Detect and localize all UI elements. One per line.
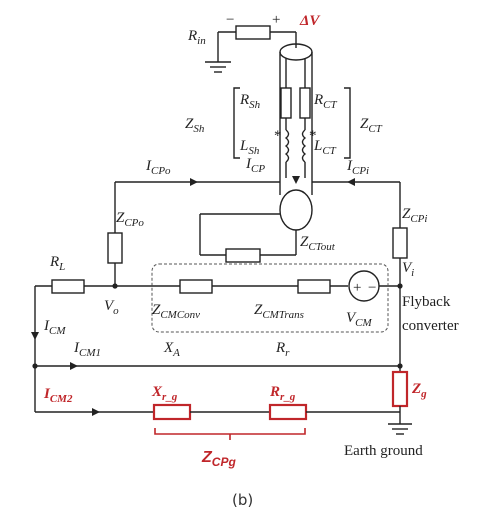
flyback-label-line1: Flyback	[402, 294, 451, 310]
cm-main-line	[35, 270, 403, 302]
impedance-zcpi	[392, 227, 408, 259]
icp-label: ICP	[245, 156, 265, 175]
bracket-zct	[344, 87, 351, 159]
rin-branch	[205, 25, 297, 73]
bracket-zcpg	[154, 428, 306, 435]
lct-label: LCT	[313, 138, 337, 157]
zct-label: ZCT	[360, 116, 383, 135]
rl-label: RL	[49, 254, 65, 273]
ct-output-loop	[199, 213, 297, 263]
zcpi-label: ZCPi	[402, 206, 427, 225]
arrow-icm	[31, 332, 39, 340]
cm1-path	[35, 286, 403, 372]
primary-wire	[114, 176, 401, 233]
zsh-label: ZSh	[185, 116, 205, 135]
resistor-rl	[51, 279, 85, 294]
resistor-rsh	[280, 87, 292, 119]
zcpo-label: ZCPo	[116, 210, 144, 229]
node-right	[397, 363, 403, 369]
vi-label: Vi	[402, 260, 414, 279]
lsh-label: LSh	[239, 138, 260, 157]
arrow-icp	[292, 176, 300, 184]
delta-v-label: ΔV	[299, 13, 321, 29]
zg-label: Zg	[411, 381, 427, 400]
inductor-lsh	[284, 129, 290, 163]
arrow-icpo	[190, 178, 198, 186]
xa-label: XA	[163, 340, 180, 359]
inductor-lct	[301, 129, 307, 163]
zcpg-label: ZCPg	[201, 449, 236, 469]
impedance-zcmtrans	[297, 279, 331, 294]
zctout-label: ZCTout	[300, 234, 336, 253]
cm2-path	[35, 370, 412, 440]
impedance-zctout	[225, 248, 261, 263]
icm2-label: ICM2	[43, 386, 73, 405]
rr-label: Rr	[275, 340, 290, 359]
left-rail	[31, 286, 39, 412]
reactance-xrg	[152, 403, 192, 421]
rsh-label: RSh	[239, 92, 261, 111]
minus-sign: −	[226, 12, 234, 28]
bracket-zsh	[233, 87, 240, 159]
impedance-zg	[391, 370, 409, 408]
icpo-label: ICPo	[145, 158, 171, 177]
resistor-rct	[299, 87, 311, 119]
xrg-label: Xr_g	[151, 384, 178, 403]
zcmconv-label: ZCMConv	[152, 302, 200, 321]
icpi-label: ICPi	[346, 158, 369, 177]
earth-ground-label: Earth ground	[344, 443, 423, 459]
arrow-icpi	[347, 178, 355, 186]
source-minus: −	[368, 280, 376, 296]
resistor-rin	[235, 25, 271, 40]
zcmtrans-label: ZCMTrans	[254, 302, 304, 321]
icm1-label: ICM1	[73, 340, 101, 359]
dot-mark-lsh: *	[274, 128, 282, 144]
figure-caption: (b)	[232, 491, 253, 509]
converter-box	[151, 263, 389, 333]
dot-mark-lct: *	[309, 128, 317, 144]
rct-label: RCT	[313, 92, 338, 111]
vo-label: Vo	[104, 298, 119, 317]
arrow-icm1	[70, 362, 78, 370]
source-plus: +	[353, 280, 361, 296]
arrow-icm2	[92, 408, 100, 416]
icm-label: ICM	[43, 318, 66, 337]
impedance-zcmconv	[179, 279, 213, 294]
rrg-label: Rr_g	[269, 384, 296, 403]
plus-sign: +	[272, 12, 280, 28]
vcm-label: VCM	[346, 310, 373, 329]
ct-sleeve	[279, 43, 313, 231]
node-vo	[112, 283, 118, 289]
resistor-rrg	[268, 403, 308, 421]
impedance-zcpo	[107, 232, 123, 264]
rin-label: Rin	[187, 28, 206, 47]
flyback-label-line2: converter	[402, 318, 459, 334]
